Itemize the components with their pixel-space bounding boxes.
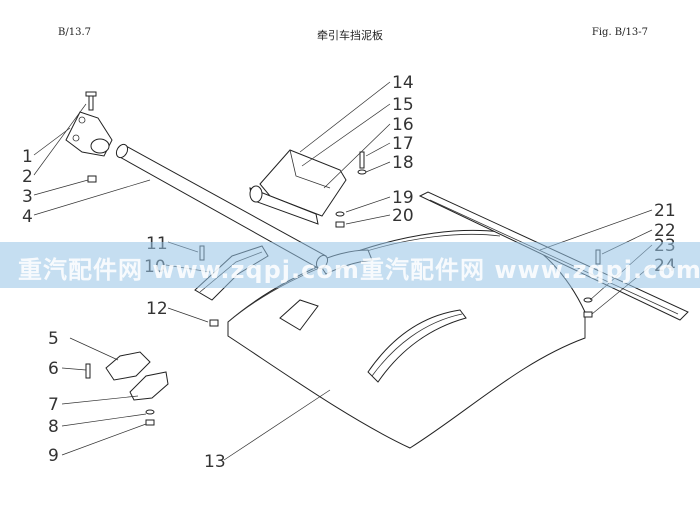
- callout-1: 1: [22, 147, 33, 167]
- watermark-band: 重汽配件网 www.zqpj.com 重汽配件网 www.zqpj.com: [0, 242, 700, 288]
- callout-12: 12: [146, 299, 168, 319]
- callout-3: 3: [22, 187, 33, 207]
- callout-5: 5: [48, 329, 59, 349]
- tube-end-bracket: [65, 111, 113, 157]
- nut-3: [87, 175, 97, 183]
- figure-number: Fig. B/13-7: [591, 27, 648, 38]
- clamp-assembly: [85, 351, 169, 426]
- callout-14: 14: [392, 73, 414, 93]
- callout-17: 17: [392, 134, 414, 154]
- callout-7: 7: [48, 395, 59, 415]
- callout-9: 9: [48, 446, 59, 466]
- callout-6: 6: [48, 359, 59, 379]
- callout-19: 19: [392, 188, 414, 208]
- callout-20: 20: [392, 206, 414, 226]
- nut-12: [209, 319, 219, 327]
- callout-4: 4: [22, 207, 33, 227]
- callout-18: 18: [392, 153, 414, 173]
- bolt-2: [85, 91, 97, 111]
- washer-19: [335, 211, 345, 217]
- callout-13: 13: [204, 452, 226, 472]
- watermark-text: 重汽配件网 www.zqpj.com: [18, 256, 360, 284]
- figure-title: 牵引车挡泥板: [317, 29, 383, 42]
- bolt-17: [359, 151, 365, 169]
- watermark-text: 重汽配件网 www.zqpj.com: [360, 256, 700, 284]
- figure-section-label: B/13.7: [58, 27, 91, 38]
- washer-23: [583, 297, 593, 303]
- callout-8: 8: [48, 417, 59, 437]
- leader-lines: [33, 81, 653, 461]
- callout-15: 15: [392, 95, 414, 115]
- nut-24: [583, 311, 593, 318]
- callout-2: 2: [22, 167, 33, 187]
- callout-22: 22: [654, 221, 676, 241]
- nut-20: [335, 221, 345, 228]
- center-clamp-bracket: [249, 149, 347, 225]
- callout-21: 21: [654, 201, 676, 221]
- callout-16: 16: [392, 115, 414, 135]
- washer-18: [357, 169, 367, 175]
